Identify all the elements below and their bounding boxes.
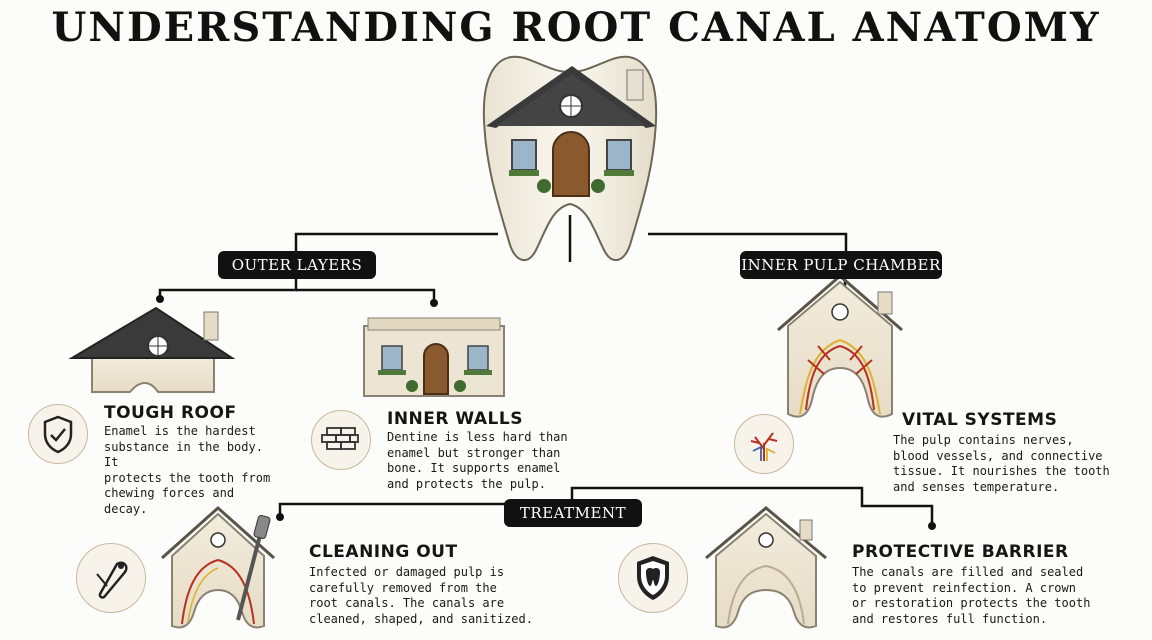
barrier-heading: PROTECTIVE BARRIER: [852, 542, 1069, 562]
dental-file-icon: [76, 543, 146, 613]
vital-description: The pulp contains nerves,blood vessels, …: [893, 433, 1110, 494]
roof-heading: TOUGH ROOF: [104, 403, 237, 423]
cleaning-heading: CLEANING OUT: [309, 542, 458, 562]
roof-house: [68, 306, 236, 393]
shield-tooth-icon: [618, 543, 688, 613]
cleaning-house: [161, 505, 275, 629]
brick-wall-icon: [311, 410, 371, 470]
shield-check-icon: [28, 404, 88, 464]
branch-treatment: TREATMENT: [504, 499, 642, 527]
branch-outer-layers: OUTER LAYERS: [218, 251, 376, 279]
nerves-icon: [734, 414, 794, 474]
branch-inner-pulp-chamber: INNER PULP CHAMBER: [740, 251, 942, 279]
walls-house: [363, 317, 505, 397]
barrier-house: [705, 506, 827, 629]
pulp-house: [777, 274, 903, 418]
walls-heading: INNER WALLS: [387, 409, 523, 429]
vital-heading: VITAL SYSTEMS: [902, 410, 1058, 430]
page-title: UNDERSTANDING ROOT CANAL ANATOMY: [51, 4, 1101, 51]
central-tooth-house: [482, 55, 658, 261]
